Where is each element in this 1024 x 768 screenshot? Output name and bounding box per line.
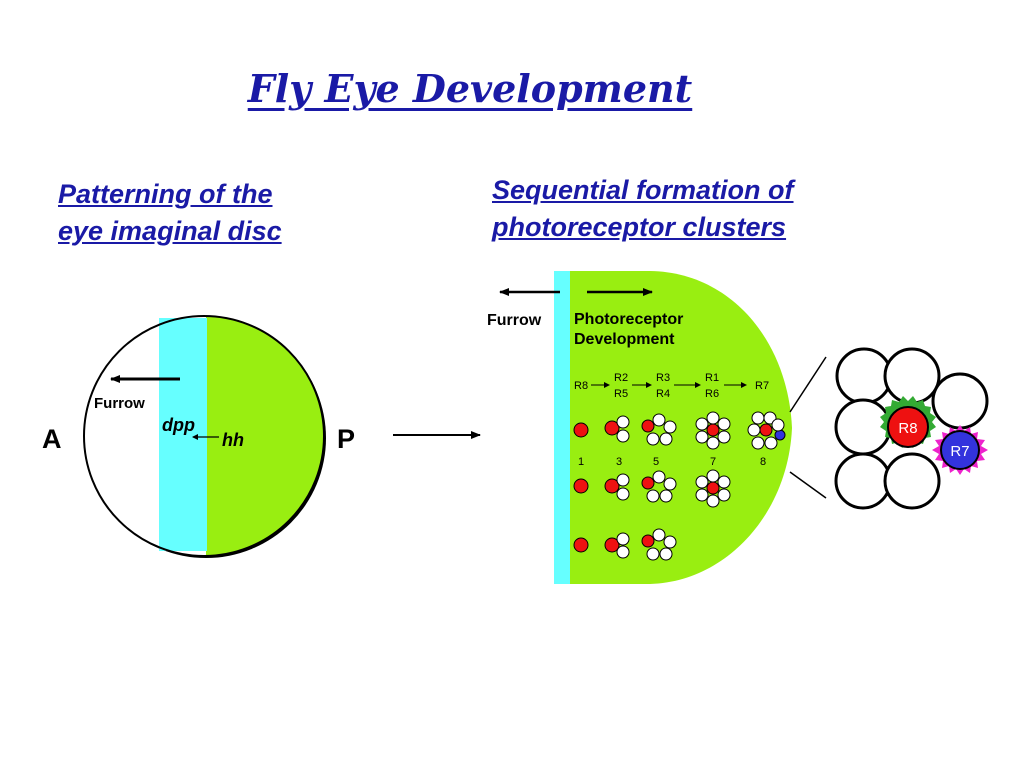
outer-photoreceptor-cell [883,347,941,405]
cluster-5-cell [663,420,677,434]
page-title: Fly Eye Development [247,66,693,111]
count-label: 7 [710,456,716,468]
seq-r4: R4 [656,388,670,400]
cluster-row-2 [573,469,731,508]
right-heading-line1: Sequential formation of [492,175,794,205]
seq-r3: R3 [656,372,670,384]
cluster-5-cell [646,547,660,561]
cluster-7-cell [695,417,709,431]
cluster-3-r8 [604,478,620,494]
posterior-label: P [337,424,355,454]
count-label: 5 [653,456,659,468]
cluster-row-1 [573,411,786,450]
cluster-5-cell [646,432,660,446]
cluster-5-cell [652,413,666,427]
cluster-7-cell [706,411,720,425]
cluster-5-cell [646,489,660,503]
right-furrow-label: Furrow [487,312,542,329]
cluster-8-cell [751,436,765,450]
cluster-7-cell [695,430,709,444]
cluster-7-r8 [706,423,720,437]
cluster-3-cell [616,473,630,487]
r7-cell [940,430,980,470]
cell-count-labels: 1 3 5 7 8 [578,456,766,468]
cluster-7-cell [717,488,731,502]
cluster-5-cell [659,489,673,503]
cluster-5-cell [659,547,673,561]
dev-label-line2: Development [574,331,675,348]
seq-r5: R5 [614,388,628,400]
cluster-1-r8 [573,422,589,438]
r7-label: R7 [950,443,969,460]
cluster-7-cell [706,494,720,508]
eye-disc [83,315,326,558]
r8-cell [887,406,929,448]
dpp-label: dpp [162,415,195,435]
cluster-5-cell [663,535,677,549]
cluster-5-cell [659,432,673,446]
count-label: 3 [616,456,622,468]
cluster-5-cell [652,528,666,542]
cluster-5-cell [663,477,677,491]
cluster-8-cell [751,411,765,425]
right-heading-line2: photoreceptor clusters [492,212,787,242]
cluster-7-cell [695,488,709,502]
cluster-7-cell [706,436,720,450]
cluster-5-r8 [641,534,655,548]
cluster-7-r8 [706,481,720,495]
right-furrow-band [554,271,570,584]
zoom-line-bottom [789,471,827,499]
r8-label: R8 [898,420,917,437]
disc-half-green [569,271,792,584]
dev-label-line1: Photoreceptor [574,311,683,328]
cluster-3-r8 [604,537,620,553]
outer-photoreceptor-cell [834,452,892,510]
cluster-3-cell [616,532,630,546]
cluster-1-r8 [573,478,589,494]
zoomed-ommatidium [834,347,989,510]
seq-r2: R2 [614,372,628,384]
cluster-8-cell [771,418,785,432]
hh-label: hh [222,430,244,450]
left-furrow-label: Furrow [94,395,145,412]
disc-furrow-band [159,318,207,551]
cluster-7-cell [717,475,731,489]
cluster-row-3 [573,528,677,561]
left-heading-line1: Patterning of the [58,179,273,209]
cluster-5-r8 [641,476,655,490]
cluster-8-r8 [759,423,773,437]
cluster-7-cell [717,430,731,444]
cluster-3-r8 [604,420,620,436]
outer-photoreceptor-cell [883,452,941,510]
cluster-1-r8 [573,537,589,553]
left-panel-heading: Patterning of the eye imaginal disc [58,176,282,250]
cluster-8-cell [747,423,761,437]
cluster-5-r8 [641,419,655,433]
cluster-3-cell [616,415,630,429]
count-label: 1 [578,456,584,468]
cluster-5-cell [652,470,666,484]
outer-photoreceptor-cell [931,372,989,430]
cluster-8-cell [764,436,778,450]
right-panel-heading: Sequential formation of photoreceptor cl… [492,172,794,246]
cluster-8-r7 [774,429,786,441]
seq-r1: R1 [705,372,719,384]
seq-r8: R8 [574,380,588,392]
seq-r6: R6 [705,388,719,400]
zoom-line-top [789,356,827,413]
cluster-7-cell [695,475,709,489]
count-label: 8 [760,456,766,468]
cluster-7-cell [706,469,720,483]
disc-outline [83,315,325,557]
anterior-label: A [42,424,62,454]
outer-photoreceptor-cell [835,347,893,405]
cluster-3-cell [616,487,630,501]
cluster-7-cell [717,417,731,431]
cluster-3-cell [616,545,630,559]
cluster-3-cell [616,429,630,443]
seq-r7: R7 [755,380,769,392]
left-heading-line2: eye imaginal disc [58,216,282,246]
recruitment-sequence: R8 R2 R5 R3 R4 R1 R6 R7 [574,372,769,400]
